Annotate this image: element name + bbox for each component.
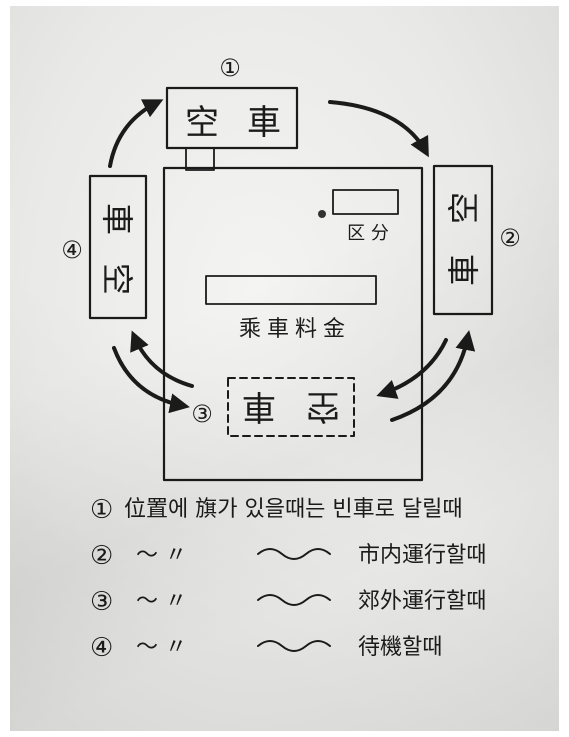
ink-smudge [318,210,326,218]
flag-3-char-1: 空 [306,386,340,426]
arrow-4-to-3 [112,346,190,414]
legend-1-marker: ① [90,495,113,525]
paper-sheet: ① 空 車 区 分 乘車料金 ③ 空 車 ④ 車 空 ② 空 車 [10,6,559,731]
arrow-2-to-3 [376,338,448,399]
flag-position-1 [165,86,299,150]
flag-stem [185,147,215,171]
legend-2-marker: ② [90,541,113,571]
flag-position-4 [88,174,148,320]
flag-position-2 [432,164,494,316]
legend-2-dash [257,548,331,560]
fare-window [205,275,377,305]
position-4-marker: ④ [61,236,83,264]
flag-1-char-1: 空 [185,103,219,143]
legend-4-marker: ④ [90,633,113,663]
flag-3-char-2: 車 [242,386,276,426]
fare-label: 乘車料金 [239,317,351,342]
position-3-marker: ③ [191,400,213,428]
legend-4-ditto: 〜 〃 [136,635,187,660]
arrow-3-to-4 [130,330,194,388]
legend-2-ditto: 〜 〃 [136,543,187,568]
legend-1-text: 位置에 旗가 있을때는 빈車로 달릴때 [124,497,463,522]
legend-3-marker: ③ [90,587,113,617]
legend-3-dash [257,594,331,606]
taxi-meter-flag-diagram: ① 空 車 区 分 乘車料金 ③ 空 車 ④ 車 空 ② 空 車 [61,54,521,663]
flag-4-char-1: 車 [98,203,136,235]
position-1-marker: ① [219,54,241,82]
legend-4-dash [257,640,331,652]
position-2-marker: ② [499,224,521,252]
taxi-meter-body [162,166,424,482]
legend-4-text: 待機할때 [358,635,442,660]
flag-2-char-1: 空 [445,192,483,224]
arrow-3-to-2 [390,330,476,422]
legend-3-ditto: 〜 〃 [136,589,187,614]
flag-position-3 [227,377,355,437]
flag-1-char-2: 車 [247,103,281,143]
category-label: 区 分 [347,223,389,244]
category-window [332,189,399,215]
legend-2-text: 市内運行할때 [358,543,486,568]
flag-2-char-2: 車 [445,254,483,286]
arrow-4-to-1 [108,99,164,168]
legend-3-text: 郊外運行할때 [358,589,486,614]
flag-4-char-2: 空 [98,263,136,295]
arrow-1-to-2 [328,100,429,158]
